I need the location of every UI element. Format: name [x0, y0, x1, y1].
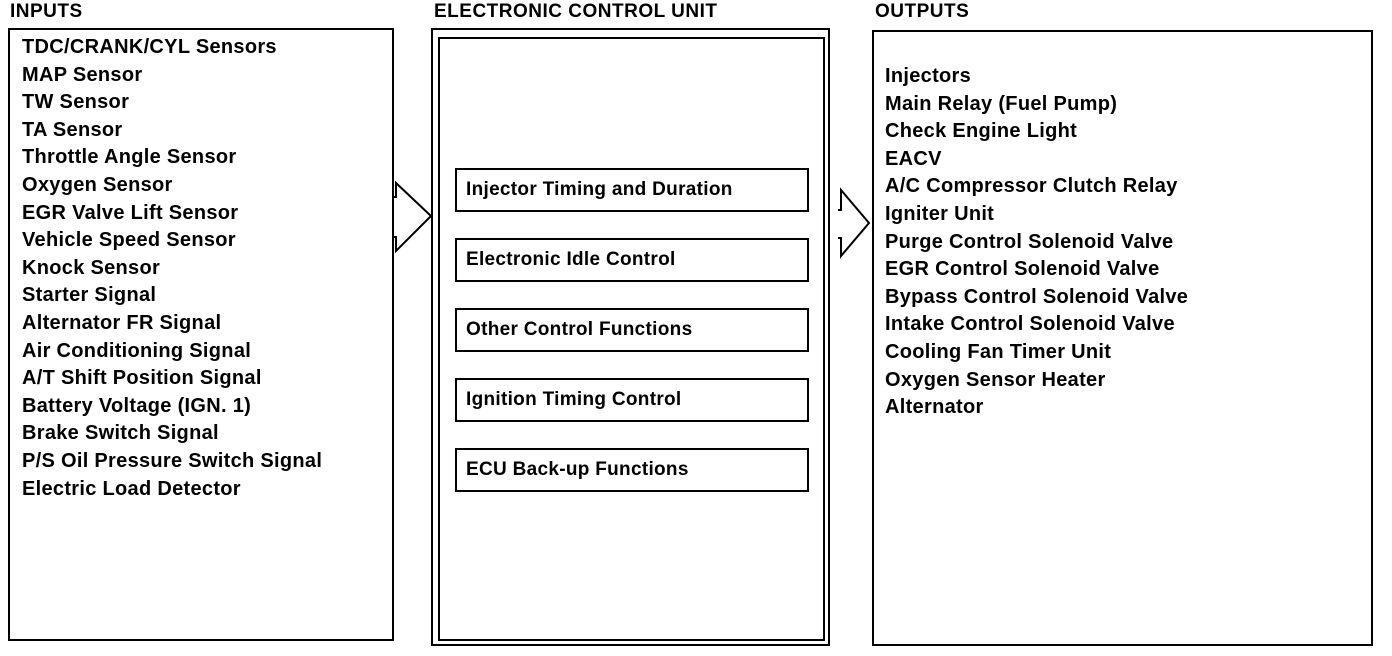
input-item: MAP Sensor [22, 63, 143, 86]
output-arrow-icon [838, 187, 871, 259]
output-item: Igniter Unit [885, 202, 995, 225]
input-item: TDC/CRANK/CYL Sensors [22, 36, 277, 58]
input-item: EGR Valve Lift Sensor [22, 201, 239, 224]
inputs-title: INPUTS [10, 1, 83, 22]
input-item: Throttle Angle Sensor [22, 146, 237, 169]
ecu-title: ELECTRONIC CONTROL UNIT [434, 1, 718, 22]
ecu-function-box: Electronic Idle Control [455, 238, 809, 282]
ecu-inner-box [438, 37, 825, 641]
output-item: Main Relay (Fuel Pump) [885, 92, 1118, 115]
ecu-function-box: Ignition Timing Control [455, 378, 809, 422]
ecu-function-box: Injector Timing and Duration [455, 168, 809, 212]
output-item: Oxygen Sensor Heater [885, 368, 1106, 391]
input-item: Starter Signal [22, 284, 157, 307]
ecu-function-box: Other Control Functions [455, 308, 809, 352]
input-item: Air Conditioning Signal [22, 339, 252, 362]
input-item: Battery Voltage (IGN. 1) [22, 394, 252, 417]
output-item: Purge Control Solenoid Valve [885, 230, 1174, 253]
output-item: Cooling Fan Timer Unit [885, 340, 1112, 363]
input-item: Electric Load Detector [22, 477, 241, 500]
ecu-outer-box [431, 28, 830, 646]
ecu-function-box: ECU Back-up Functions [455, 448, 809, 492]
output-item: Injectors [885, 65, 972, 87]
output-item: Bypass Control Solenoid Valve [885, 285, 1189, 308]
input-item: A/T Shift Position Signal [22, 367, 262, 390]
outputs-title: OUTPUTS [875, 1, 970, 22]
input-item: Vehicle Speed Sensor [22, 229, 236, 252]
input-arrow-icon [394, 180, 433, 254]
input-item: TW Sensor [22, 91, 130, 114]
output-item: EGR Control Solenoid Valve [885, 258, 1160, 281]
input-item: Knock Sensor [22, 256, 161, 279]
output-item: Alternator [885, 396, 984, 419]
input-item: P/S Oil Pressure Switch Signal [22, 449, 323, 472]
output-item: A/C Compressor Clutch Relay [885, 175, 1178, 198]
output-item: Intake Control Solenoid Valve [885, 313, 1175, 336]
input-item: Oxygen Sensor [22, 173, 173, 196]
output-item: Check Engine Light [885, 120, 1078, 143]
input-item: Alternator FR Signal [22, 311, 222, 334]
input-item: TA Sensor [22, 118, 123, 141]
output-item: EACV [885, 147, 942, 170]
inputs-box [8, 28, 394, 641]
input-item: Brake Switch Signal [22, 422, 219, 445]
outputs-box [872, 30, 1373, 646]
